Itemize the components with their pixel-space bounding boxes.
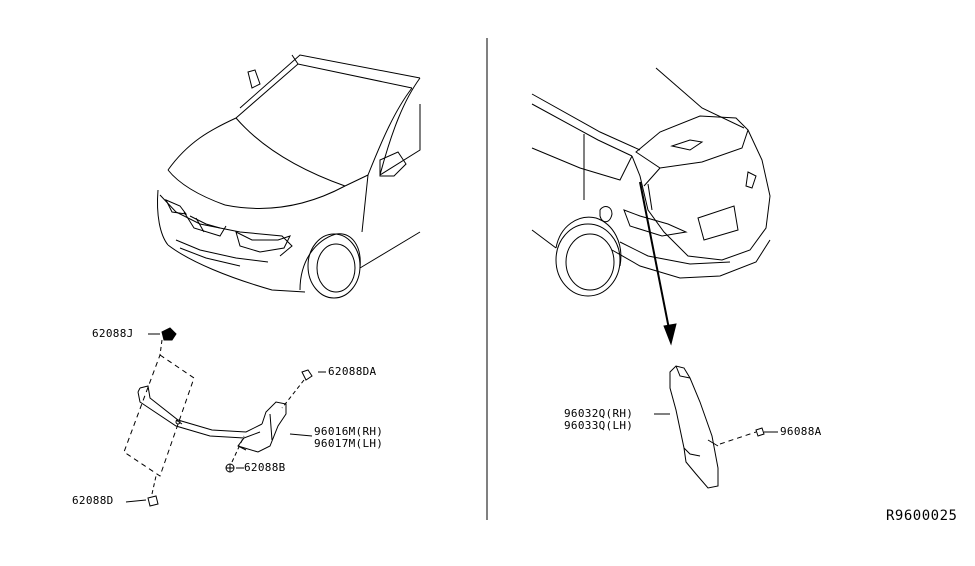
rear-guard-assembly xyxy=(654,365,778,489)
callout-96088a: 96088A xyxy=(780,425,822,438)
front-car-illustration xyxy=(157,54,421,299)
callout-62088b: 62088B xyxy=(244,461,286,474)
callout-96033q-lh: 96033Q(LH) xyxy=(564,419,634,432)
callout-62088da: 62088DA xyxy=(328,365,377,378)
callout-62088j: 62088J xyxy=(92,327,134,340)
callout-96016m-rh: 96016M(RH) xyxy=(314,425,384,438)
callout-62088d: 62088D xyxy=(72,494,114,507)
reference-number: R9600025 xyxy=(886,508,958,524)
front-mudguard-assembly xyxy=(123,327,326,507)
rear-car-illustration xyxy=(531,67,771,346)
callout-96017m-lh: 96017M(LH) xyxy=(314,437,384,450)
callout-96032q-rh: 96032Q(RH) xyxy=(564,407,634,420)
